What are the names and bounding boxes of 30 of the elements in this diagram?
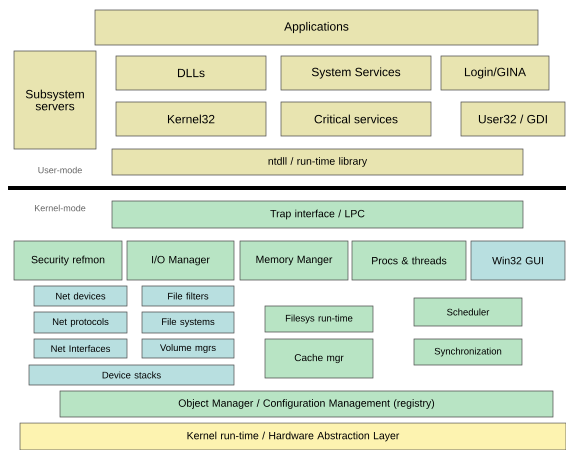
mode-label: Kernel-mode [34, 204, 86, 212]
layer-box: I/O Manager [126, 240, 234, 280]
layer-box: Kernel32 [116, 102, 266, 136]
layer-box: Object Manager / Configuration Management (registry) [60, 390, 554, 418]
layer-box: Net devices [34, 286, 128, 306]
layer-box: File filters [142, 286, 234, 306]
layer-box: Volume mgrs [142, 338, 234, 358]
layer-box: Memory Manger [240, 240, 348, 280]
layer-box: Cache mgr [264, 338, 374, 378]
mode-label: User-mode [38, 166, 82, 174]
layer-box: Kernel run-time / Hardware Abstraction Layer [20, 422, 566, 450]
layer-box: ntdll / run-time library [112, 148, 524, 176]
layer-box: Login/GINA [440, 56, 550, 90]
layer-box: Scheduler [414, 298, 522, 326]
layer-box: System Services [280, 56, 432, 90]
layer-box: Win32 GUI [470, 240, 566, 280]
layer-box: Security refmon [14, 240, 122, 280]
layer-box: Synchronization [414, 338, 522, 366]
layer-box: Procs & threads [352, 240, 466, 280]
layer-box: Filesys run-time [264, 306, 374, 332]
layer-box: Critical services [280, 102, 432, 136]
layer-box: Trap interface / LPC [112, 200, 524, 228]
layer-box: User32 / GDI [460, 102, 566, 136]
layer-box: Subsystem servers [14, 50, 96, 150]
layer-box: Net Interfaces [34, 338, 128, 358]
layer-box: File systems [142, 312, 234, 334]
layer-box: Net protocols [34, 312, 128, 334]
layer-box: Applications [94, 10, 538, 46]
layer-box: Device stacks [28, 364, 234, 386]
layer-box: DLLs [116, 56, 266, 90]
